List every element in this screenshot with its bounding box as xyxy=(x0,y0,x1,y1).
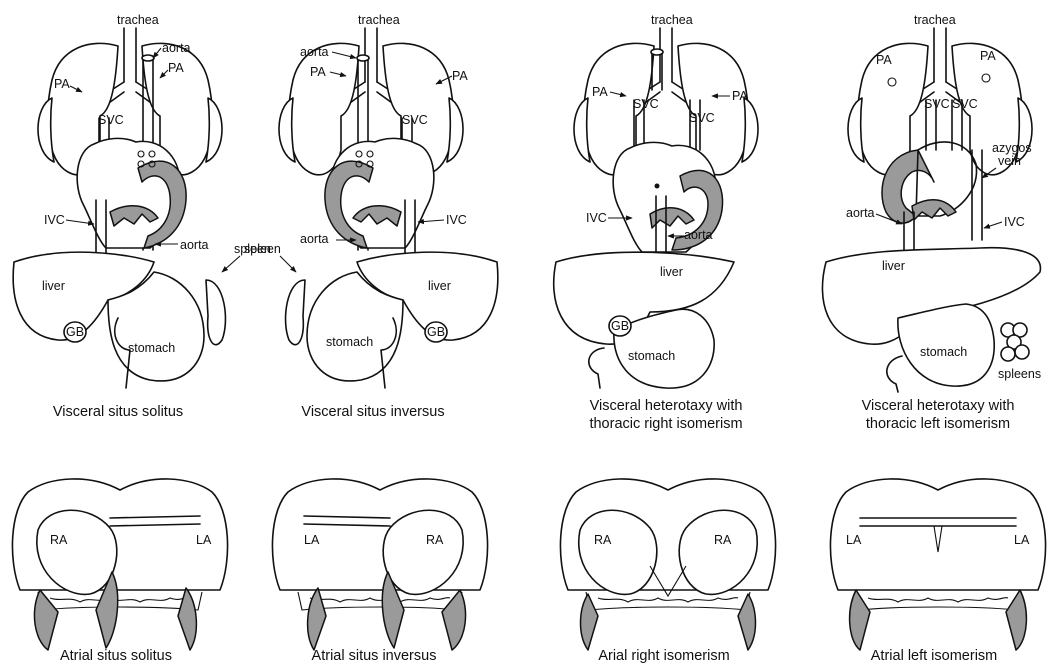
atrial-solitus: RA LA Atrial situs solitus xyxy=(12,479,227,664)
atrial-label-right: LA xyxy=(1014,533,1030,547)
label-svc-left: SVC xyxy=(924,97,950,111)
atrial-row: RA LA Atrial situs solitus LA RA Atrial … xyxy=(12,479,1045,664)
panel-left-isomerism: trachea PA PA SVC SVC azygos vein aorta … xyxy=(822,13,1041,432)
label-pa-left: PA xyxy=(876,53,892,67)
label-stomach: stomach xyxy=(628,349,675,363)
caption-situs-solitus: Visceral situs solitus xyxy=(53,404,183,420)
caption-atrial-solitus: Atrial situs solitus xyxy=(60,648,172,664)
label-aorta: aorta xyxy=(300,232,329,246)
atrial-label-right: RA xyxy=(426,533,444,547)
caption-left-isomerism-2: thoracic left isomerism xyxy=(866,416,1010,432)
caption-atrial-right-isomerism: Arial right isomerism xyxy=(598,648,729,664)
label-liver: liver xyxy=(660,265,683,279)
label-trachea: trachea xyxy=(358,13,400,27)
label-pa-left: PA xyxy=(310,65,326,79)
label-azygos-2: vein xyxy=(998,154,1021,168)
label-svc: SVC xyxy=(98,113,124,127)
label-pa-right: PA xyxy=(732,89,748,103)
label-liver: liver xyxy=(882,259,905,273)
label-aorta: aorta xyxy=(180,238,209,252)
caption-situs-inversus: Visceral situs inversus xyxy=(301,404,444,420)
atrial-inversus: LA RA Atrial situs inversus xyxy=(272,479,487,664)
caption-right-isomerism-1: Visceral heterotaxy with xyxy=(590,398,743,414)
label-pa-left: PA xyxy=(592,85,608,99)
label-pa-right: PA xyxy=(980,49,996,63)
label-gb: GB xyxy=(66,325,84,339)
label-aorta-top: aorta xyxy=(300,45,329,59)
label-trachea: trachea xyxy=(117,13,159,27)
label-pa-right: PA xyxy=(168,61,184,75)
caption-right-isomerism-2: thoracic right isomerism xyxy=(589,416,742,432)
atrial-label-right: LA xyxy=(196,533,212,547)
label-liver: liver xyxy=(428,279,451,293)
label-spleen: spleen xyxy=(244,242,281,256)
atrial-label-left: RA xyxy=(594,533,612,547)
label-svc: SVC xyxy=(402,113,428,127)
label-ivc: IVC xyxy=(586,211,607,225)
label-trachea: trachea xyxy=(914,13,956,27)
label-ivc: IVC xyxy=(44,213,65,227)
label-ivc: IVC xyxy=(446,213,467,227)
label-pa-left: PA xyxy=(54,77,70,91)
panel-right-isomerism: trachea PA PA SVC SVC IVC aorta liver GB… xyxy=(554,13,758,432)
label-gb: GB xyxy=(427,325,445,339)
label-pa-right: PA xyxy=(452,69,468,83)
label-svc-left: SVC xyxy=(633,97,659,111)
label-spleens: spleens xyxy=(998,367,1041,381)
atrial-left-isomerism: LA LA Atrial left isomerism xyxy=(830,479,1045,664)
caption-atrial-inversus: Atrial situs inversus xyxy=(312,648,437,664)
atrial-label-left: RA xyxy=(50,533,68,547)
atrial-right-isomerism: RA RA Arial right isomerism xyxy=(560,479,775,664)
label-aorta: aorta xyxy=(846,206,875,220)
label-gb: GB xyxy=(611,319,629,333)
label-stomach: stomach xyxy=(326,335,373,349)
atrial-label-left: LA xyxy=(846,533,862,547)
label-trachea: trachea xyxy=(651,13,693,27)
panel-situs-inversus: trachea aorta PA PA SVC aorta IVC spleen… xyxy=(244,13,498,420)
panel-situs-solitus: trachea aorta PA PA SVC IVC aorta spleen… xyxy=(13,13,271,420)
label-stomach: stomach xyxy=(128,341,175,355)
label-ivc: IVC xyxy=(1004,215,1025,229)
label-liver: liver xyxy=(42,279,65,293)
label-aorta-top: aorta xyxy=(162,41,191,55)
atrial-label-left: LA xyxy=(304,533,320,547)
atrial-label-right: RA xyxy=(714,533,732,547)
label-svc-right: SVC xyxy=(689,111,715,125)
caption-atrial-left-isomerism: Atrial left isomerism xyxy=(871,648,998,664)
caption-left-isomerism-1: Visceral heterotaxy with xyxy=(862,398,1015,414)
label-azygos-1: azygos xyxy=(992,141,1032,155)
label-svc-right: SVC xyxy=(952,97,978,111)
label-aorta: aorta xyxy=(684,228,713,242)
label-stomach: stomach xyxy=(920,345,967,359)
